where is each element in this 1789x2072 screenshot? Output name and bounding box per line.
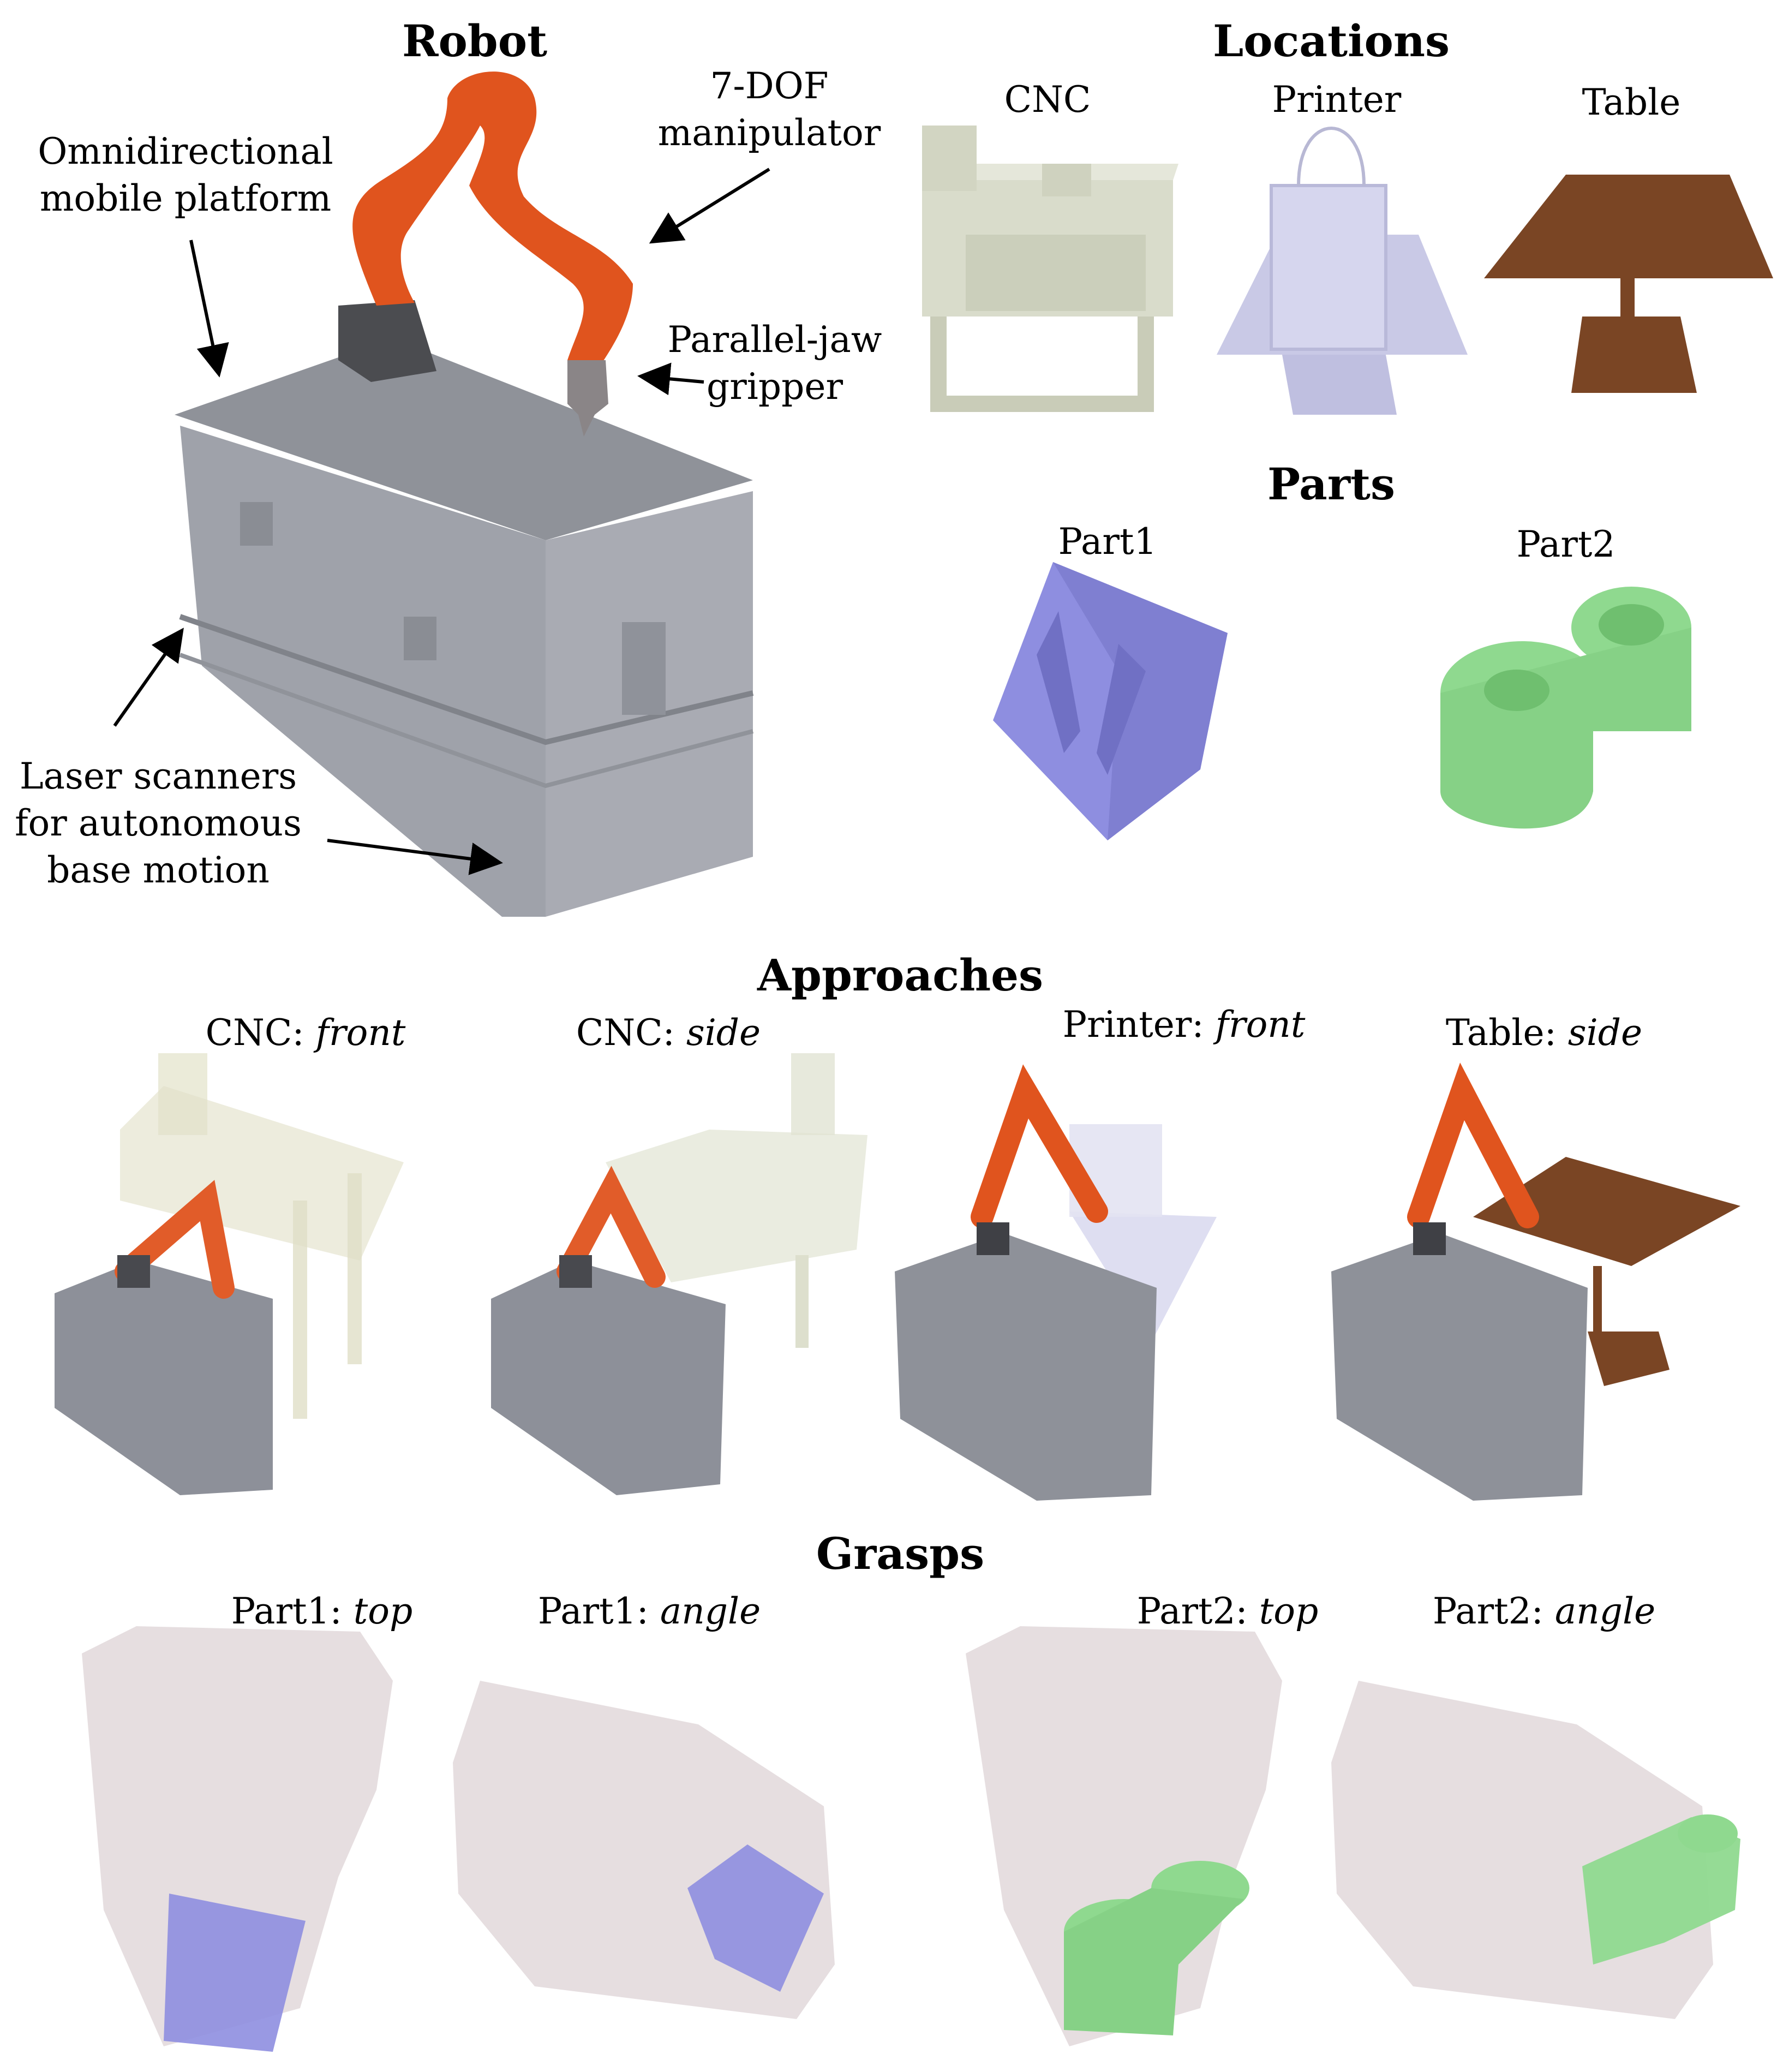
approach-label-table-side-mode: side: [1567, 1012, 1643, 1054]
approach-label-cnc-front: CNC: front: [180, 1010, 431, 1056]
platform-annotation-line2: mobile platform: [39, 177, 332, 219]
approach-label-printer-front: Printer: front: [1037, 1001, 1331, 1048]
scanners-annotation-line3: base motion: [47, 849, 270, 891]
location-label-printer: Printer: [1272, 79, 1402, 121]
approach-label-cnc-front-name: CNC:: [205, 1012, 304, 1054]
grasp-label-part1-top-name: Part1:: [231, 1590, 342, 1632]
platform-annotation-line1: Omnidirectional: [38, 130, 333, 172]
manipulator-annotation-line1: 7-DOF: [710, 65, 829, 107]
location-label-cnc: CNC: [1004, 79, 1091, 121]
grasp-label-part1-angle-name: Part1:: [537, 1590, 649, 1632]
gripper-annotation: Parallel-jaw gripper: [660, 317, 889, 410]
part2-render: [1440, 587, 1691, 829]
gripper-annotation-line2: gripper: [706, 365, 843, 408]
approach-label-cnc-front-mode: front: [315, 1012, 406, 1054]
platform-annotation: Omnidirectional mobile platform: [11, 128, 360, 222]
gripper-annotation-line1: Parallel-jaw: [667, 319, 882, 361]
approach-printer-front-render: [895, 1064, 1217, 1501]
approach-label-table-side-name: Table:: [1445, 1012, 1557, 1054]
platform-side: [180, 426, 546, 917]
scanners-annotation: Laser scanners for autonomous base motio…: [0, 753, 316, 893]
locations-title: Locations: [1212, 15, 1450, 67]
table-location-render: [1484, 175, 1773, 393]
printer-location-render: [1217, 127, 1468, 415]
manipulator-annotation: 7-DOF manipulator: [655, 63, 884, 157]
parts-title: Parts: [1267, 458, 1395, 510]
grasp-label-part2-angle-name: Part2:: [1432, 1590, 1543, 1632]
arm-link: [352, 71, 633, 366]
grasp-part1-top-render: [82, 1626, 393, 2052]
grasp-label-part2-angle: Part2: angle: [1413, 1588, 1675, 1635]
grasp-label-part1-top-mode: top: [353, 1590, 413, 1632]
part-label-part2: Part2: [1516, 523, 1616, 565]
grasp-label-part2-top-name: Part2:: [1136, 1590, 1248, 1632]
grasp-label-part1-angle: Part1: angle: [518, 1588, 780, 1635]
annotation-arrows: [113, 168, 770, 875]
approaches-title: Approaches: [757, 950, 1044, 1001]
approach-label-printer-front-mode: front: [1215, 1004, 1306, 1046]
manipulator-annotation-line2: manipulator: [657, 111, 881, 154]
grasp-part2-angle-render: [1331, 1681, 1740, 2019]
scanners-annotation-line1: Laser scanners: [19, 755, 297, 797]
gripper: [567, 360, 608, 437]
robot-title: Robot: [402, 15, 548, 67]
grasp-part1-angle-render: [453, 1681, 835, 2019]
approach-label-table-side: Table: side: [1413, 1010, 1675, 1056]
grasp-label-part2-top-mode: top: [1259, 1590, 1319, 1632]
grasps-title: Grasps: [816, 1528, 985, 1579]
grasp-label-part1-angle-mode: angle: [660, 1590, 761, 1632]
arm-base: [338, 300, 436, 382]
part1-render: [993, 562, 1228, 840]
part-label-part1: Part1: [1058, 521, 1157, 563]
approach-label-cnc-side-mode: side: [686, 1012, 761, 1054]
cnc-location-render: [922, 126, 1178, 412]
approach-label-cnc-side-name: CNC:: [576, 1012, 675, 1054]
approach-label-printer-front-name: Printer:: [1062, 1004, 1204, 1046]
approach-label-cnc-side: CNC: side: [551, 1010, 786, 1056]
approach-table-side-render: [1331, 1062, 1740, 1501]
grasp-label-part1-top: Part1: top: [202, 1588, 442, 1635]
grasp-label-part2-top: Part2: top: [1108, 1588, 1348, 1635]
approach-cnc-front-render: [55, 1053, 404, 1495]
robot-render: [175, 71, 754, 917]
platform-top: [175, 338, 753, 540]
approach-cnc-side-render: [491, 1053, 867, 1495]
grasp-part2-top-render: [966, 1626, 1282, 2046]
location-label-table: Table: [1582, 81, 1681, 123]
grasp-label-part2-angle-mode: angle: [1554, 1590, 1656, 1632]
scanners-annotation-line2: for autonomous: [15, 802, 302, 844]
